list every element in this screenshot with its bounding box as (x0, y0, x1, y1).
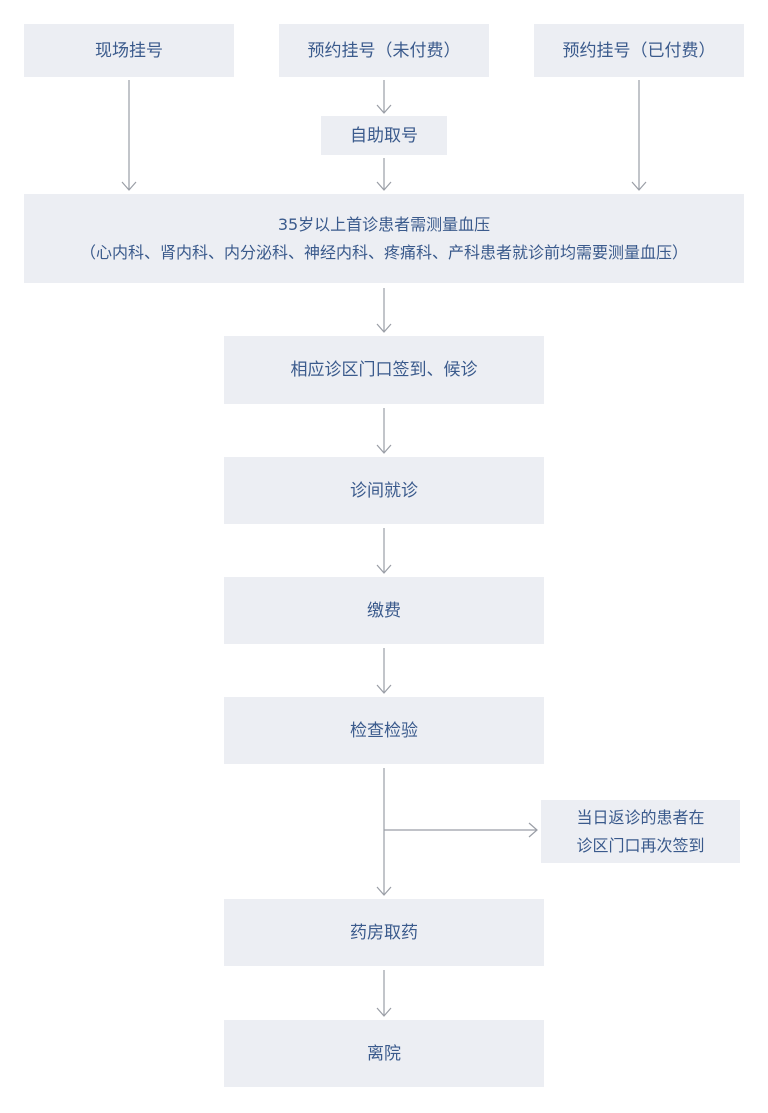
blood-pressure-check-line2: （心内科、肾内科、内分泌科、神经内科、疼痛科、产科患者就诊前均需要测量血压） (79, 242, 688, 262)
self-service-ticket-box: 自助取号 (321, 116, 447, 155)
arrow-exam-to-same-day-return (384, 822, 538, 838)
arrow-ticket-to-bp (376, 158, 392, 191)
arrow-exam-to-pharmacy (376, 768, 392, 896)
walk-in-registration-label: 现场挂号 (95, 40, 163, 61)
arrow-payment-to-exam (376, 648, 392, 694)
arrow-booked-unpaid-to-ticket (376, 80, 392, 114)
checkin-waiting-box: 相应诊区门口签到、候诊 (224, 336, 544, 404)
booked-paid-registration-label: 预约挂号（已付费） (562, 40, 716, 61)
same-day-return-line2: 诊区门口再次签到 (576, 835, 705, 855)
arrow-checkin-to-consult (376, 408, 392, 454)
leave-hospital-label: 离院 (367, 1043, 401, 1064)
arrow-pharmacy-to-leave (376, 970, 392, 1017)
arrow-bp-to-checkin (376, 288, 392, 333)
leave-hospital-box: 离院 (224, 1020, 544, 1087)
self-service-ticket-label: 自助取号 (350, 125, 418, 146)
pharmacy-box: 药房取药 (224, 899, 544, 966)
examination-label: 检查检验 (350, 720, 418, 741)
examination-box: 检查检验 (224, 697, 544, 764)
same-day-return-box: 当日返诊的患者在 诊区门口再次签到 (541, 800, 740, 863)
consultation-box: 诊间就诊 (224, 457, 544, 524)
booked-paid-registration-box: 预约挂号（已付费） (534, 24, 744, 77)
blood-pressure-check-line1: 35岁以上首诊患者需测量血压 (277, 214, 491, 234)
pharmacy-label: 药房取药 (350, 922, 418, 943)
arrow-walk-in-to-bp (121, 80, 137, 191)
arrow-booked-paid-to-bp (631, 80, 647, 191)
checkin-waiting-label: 相应诊区门口签到、候诊 (290, 360, 478, 380)
booked-unpaid-registration-label: 预约挂号（未付费） (307, 40, 461, 61)
payment-label: 缴费 (367, 600, 401, 621)
arrow-consult-to-payment (376, 528, 392, 574)
same-day-return-line1: 当日返诊的患者在 (576, 807, 705, 827)
walk-in-registration-box: 现场挂号 (24, 24, 234, 77)
payment-box: 缴费 (224, 577, 544, 644)
booked-unpaid-registration-box: 预约挂号（未付费） (279, 24, 489, 77)
blood-pressure-check-box: 35岁以上首诊患者需测量血压 （心内科、肾内科、内分泌科、神经内科、疼痛科、产科… (24, 194, 744, 283)
consultation-label: 诊间就诊 (350, 480, 418, 501)
